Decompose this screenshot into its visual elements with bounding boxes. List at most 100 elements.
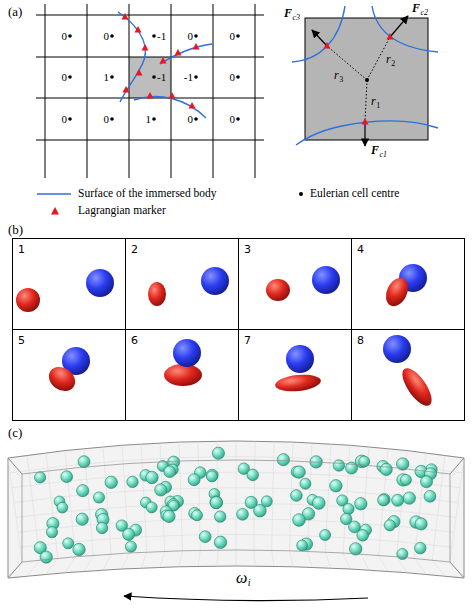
channel-edge [450, 474, 451, 562]
blue-droplet [86, 269, 114, 297]
red-droplet [397, 364, 437, 410]
particle [63, 538, 74, 549]
legend-text: Lagrangian marker [78, 205, 166, 217]
cell-indicator: 0 [188, 113, 194, 125]
particle [392, 494, 404, 506]
mesh-line [141, 552, 147, 568]
cell-centre [236, 117, 240, 121]
cell-indicator: 0 [230, 113, 236, 125]
particle [320, 530, 331, 541]
cell-indicator: 1 [146, 113, 152, 125]
particle [192, 510, 203, 521]
particle [333, 460, 344, 471]
channel-edge [450, 458, 464, 474]
particle-cloud [34, 447, 437, 563]
body-surface [292, 6, 345, 62]
legend-marker-sample [51, 207, 59, 215]
lagrangian-marker [387, 33, 394, 40]
particle [343, 503, 354, 514]
mesh-line [361, 554, 369, 570]
distance-subscript: 1 [376, 101, 380, 110]
frame-number: 4 [352, 241, 364, 255]
particle [210, 497, 222, 509]
cell-indicator: 0 [104, 113, 110, 125]
mesh-line [450, 458, 464, 562]
curved-channel [8, 441, 464, 578]
channel-mesh [8, 441, 464, 578]
distance-line [365, 80, 367, 122]
particle [35, 472, 46, 483]
mesh-line [343, 553, 350, 569]
cell-centre [110, 117, 114, 121]
particle [215, 511, 226, 522]
particle [313, 497, 326, 510]
mesh-line [236, 550, 237, 566]
particle [247, 469, 259, 481]
particle [384, 520, 395, 531]
distance-symbol: r [386, 52, 391, 67]
channel-edge [450, 562, 464, 578]
particle [293, 514, 306, 527]
legend-item: Lagrangian marker [36, 205, 166, 217]
lagrangian-marker [324, 42, 331, 49]
frame-number: 7 [239, 332, 251, 346]
channel-edge [22, 474, 23, 562]
particle [163, 510, 175, 522]
collision-sequence [16, 264, 437, 410]
grid-line [255, 4, 256, 178]
mesh-line [27, 560, 40, 576]
particle [214, 536, 226, 548]
mesh-line [254, 441, 255, 550]
red-droplet [148, 282, 166, 306]
channel-edge [8, 458, 22, 474]
cell-centre [152, 75, 156, 79]
cell-indicator: 0 [104, 30, 110, 42]
lagrangian-marker [169, 92, 176, 99]
body-surface [134, 97, 206, 118]
animation-frame: 2 [125, 238, 239, 330]
lagrangian-marker [160, 57, 167, 64]
legend-item: Surface of the immersed body [36, 188, 217, 200]
blue-droplet [286, 345, 314, 373]
particle [123, 528, 135, 540]
red-droplet [274, 373, 321, 394]
red-droplet [16, 288, 40, 312]
cut-cell-zoom [292, 6, 438, 146]
force-arrow [390, 16, 408, 37]
lagrangian-marker [122, 13, 129, 20]
cell-centre [194, 117, 198, 121]
particle [330, 480, 342, 492]
particle [415, 542, 427, 554]
grid-line [213, 4, 214, 178]
grid-line [36, 57, 264, 58]
lagrangian-marker [136, 69, 143, 76]
body-surface [372, 6, 438, 52]
mesh-line [272, 441, 274, 550]
red-droplet [382, 274, 413, 310]
body-surface [296, 121, 438, 145]
particle [105, 476, 117, 488]
cell-centre [194, 34, 198, 38]
legend-text: Eulerian cell centre [310, 188, 399, 200]
particle [206, 469, 218, 481]
mesh-line [20, 534, 452, 547]
mesh-line [8, 458, 22, 562]
particle [212, 447, 224, 459]
animation-frame: 5 [12, 329, 126, 421]
particle [378, 494, 390, 506]
animation-frame: 1 [12, 238, 126, 330]
particle [400, 474, 411, 485]
particle [206, 471, 217, 482]
force-arrow [312, 30, 327, 46]
channel-edge [22, 460, 450, 474]
particle [378, 495, 389, 506]
cell-centre [236, 34, 240, 38]
lagrangian-marker [135, 26, 142, 33]
particle [254, 504, 267, 517]
frame-number: 2 [126, 241, 138, 255]
cell-indicator: -1 [157, 71, 166, 83]
animation-frame: 4 [351, 238, 465, 330]
channel-edge [8, 562, 22, 578]
cell-centre [110, 34, 114, 38]
frame-number: 5 [13, 332, 25, 346]
